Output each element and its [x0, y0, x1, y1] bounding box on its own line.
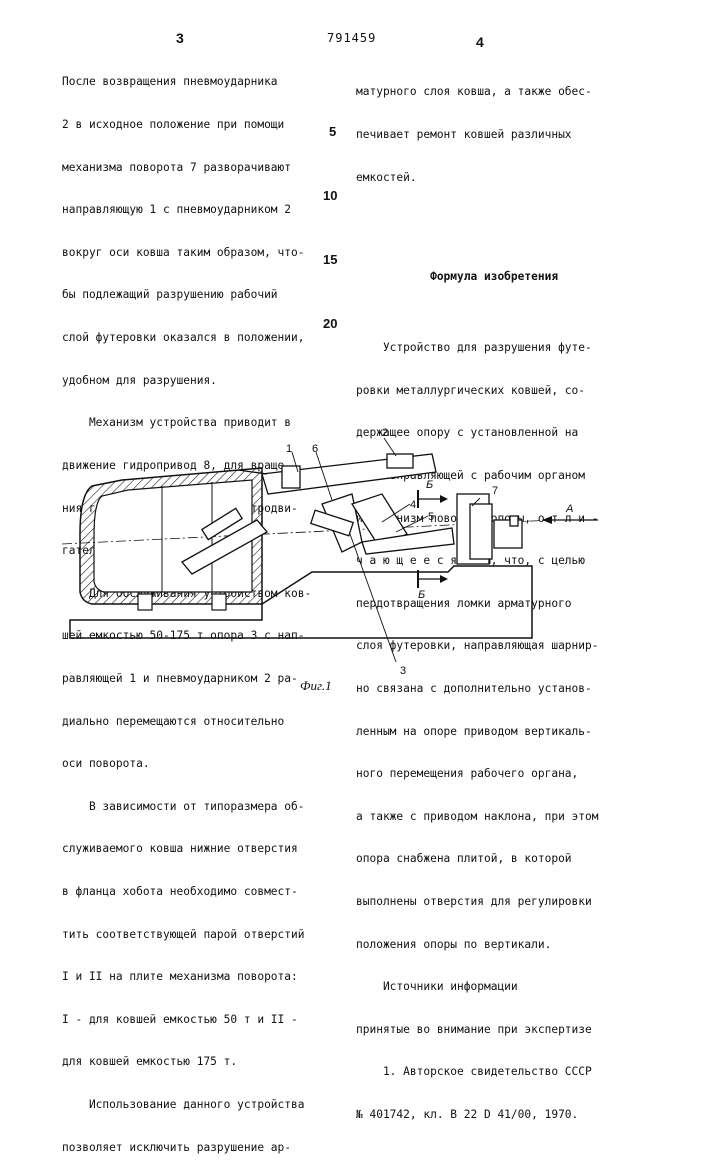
text-line: Источники информации — [356, 980, 672, 994]
text-line: бы подлежащий разрушению рабочий — [62, 288, 352, 302]
text-line: положения опоры по вертикали. — [356, 938, 672, 952]
text-line: принятые во внимание при экспертизе — [356, 1023, 672, 1037]
text-line: ленным на опоре приводом вертикаль- — [356, 725, 672, 739]
line-number-15: 15 — [323, 252, 337, 267]
text-line: матурного слоя ковша, а также обес- — [356, 85, 672, 99]
label-3: 3 — [400, 665, 406, 677]
figure-caption: Фиг.1 — [300, 678, 332, 694]
text-line: оси поворота. — [62, 757, 352, 771]
text-line: I - для ковшей емкостью 50 т и II - — [62, 1013, 352, 1027]
label-b-top: Б — [426, 479, 433, 491]
text-line: опора снабжена плитой, в которой — [356, 852, 672, 866]
text-line: емкостей. — [356, 171, 672, 185]
text-line: ровки металлургических ковшей, со- — [356, 384, 672, 398]
text-line: направляющую 1 с пневмоударником 2 — [62, 203, 352, 217]
text-line: В зависимости от типоразмера об- — [62, 800, 352, 814]
text-line: Устройство для разрушения футе- — [356, 341, 672, 355]
text-line: служиваемого ковша нижние отверстия — [62, 842, 352, 856]
text-line: но связана с дополнительно установ- — [356, 682, 672, 696]
line-number-10: 10 — [323, 188, 337, 203]
label-1: 1 — [286, 443, 292, 455]
label-4: 4 — [410, 499, 416, 511]
text-line: диально перемещаются относительно — [62, 715, 352, 729]
text-line: вокруг оси ковша таким образом, что- — [62, 246, 352, 260]
label-6: 6 — [312, 443, 318, 455]
text-line: № 401742, кл. В 22 D 41/00, 1970. — [356, 1108, 672, 1122]
line-number-5: 5 — [329, 124, 336, 139]
text-line: а также с приводом наклона, при этом — [356, 810, 672, 824]
text-line: После возвращения пневмоударника — [62, 75, 352, 89]
section-heading: Формула изобретения — [356, 270, 672, 284]
text-line: слой футеровки оказался в положении, — [62, 331, 352, 345]
text-line: I и II на плите механизма поворота: — [62, 970, 352, 984]
text-line: удобном для разрушения. — [62, 374, 352, 388]
label-7: 7 — [492, 485, 498, 497]
text-line: печивает ремонт ковшей различных — [356, 128, 672, 142]
text-line: тить соответствующей парой отверстий — [62, 928, 352, 942]
text-line: выполнены отверстия для регулировки — [356, 895, 672, 909]
text-line: в фланца хобота необходимо совмест- — [62, 885, 352, 899]
patent-number: 791459 — [327, 31, 376, 45]
text-line: 2 в исходное положение при помощи — [62, 118, 352, 132]
line-number-20: 20 — [323, 316, 337, 331]
view-arrow-a — [542, 516, 598, 524]
text-line: для ковшей емкостью 175 т. — [62, 1055, 352, 1069]
text-line: ного перемещения рабочего органа, — [356, 767, 672, 781]
text-line: позволяет исключить разрушение ар- — [62, 1141, 352, 1155]
technical-drawing: 1 2 3 4 5 6 7 A Б Б — [62, 424, 622, 684]
label-b-bottom: Б — [418, 589, 425, 601]
text-line: механизма поворота 7 разворачивают — [62, 161, 352, 175]
text-line: 1. Авторское свидетельство СССР — [356, 1065, 672, 1079]
page-number-right: 4 — [476, 34, 484, 50]
label-a: A — [565, 503, 573, 515]
label-5: 5 — [428, 511, 434, 523]
page-number-left: 3 — [176, 30, 184, 46]
label-2: 2 — [382, 427, 388, 439]
text-line: Использование данного устройства — [62, 1098, 352, 1112]
